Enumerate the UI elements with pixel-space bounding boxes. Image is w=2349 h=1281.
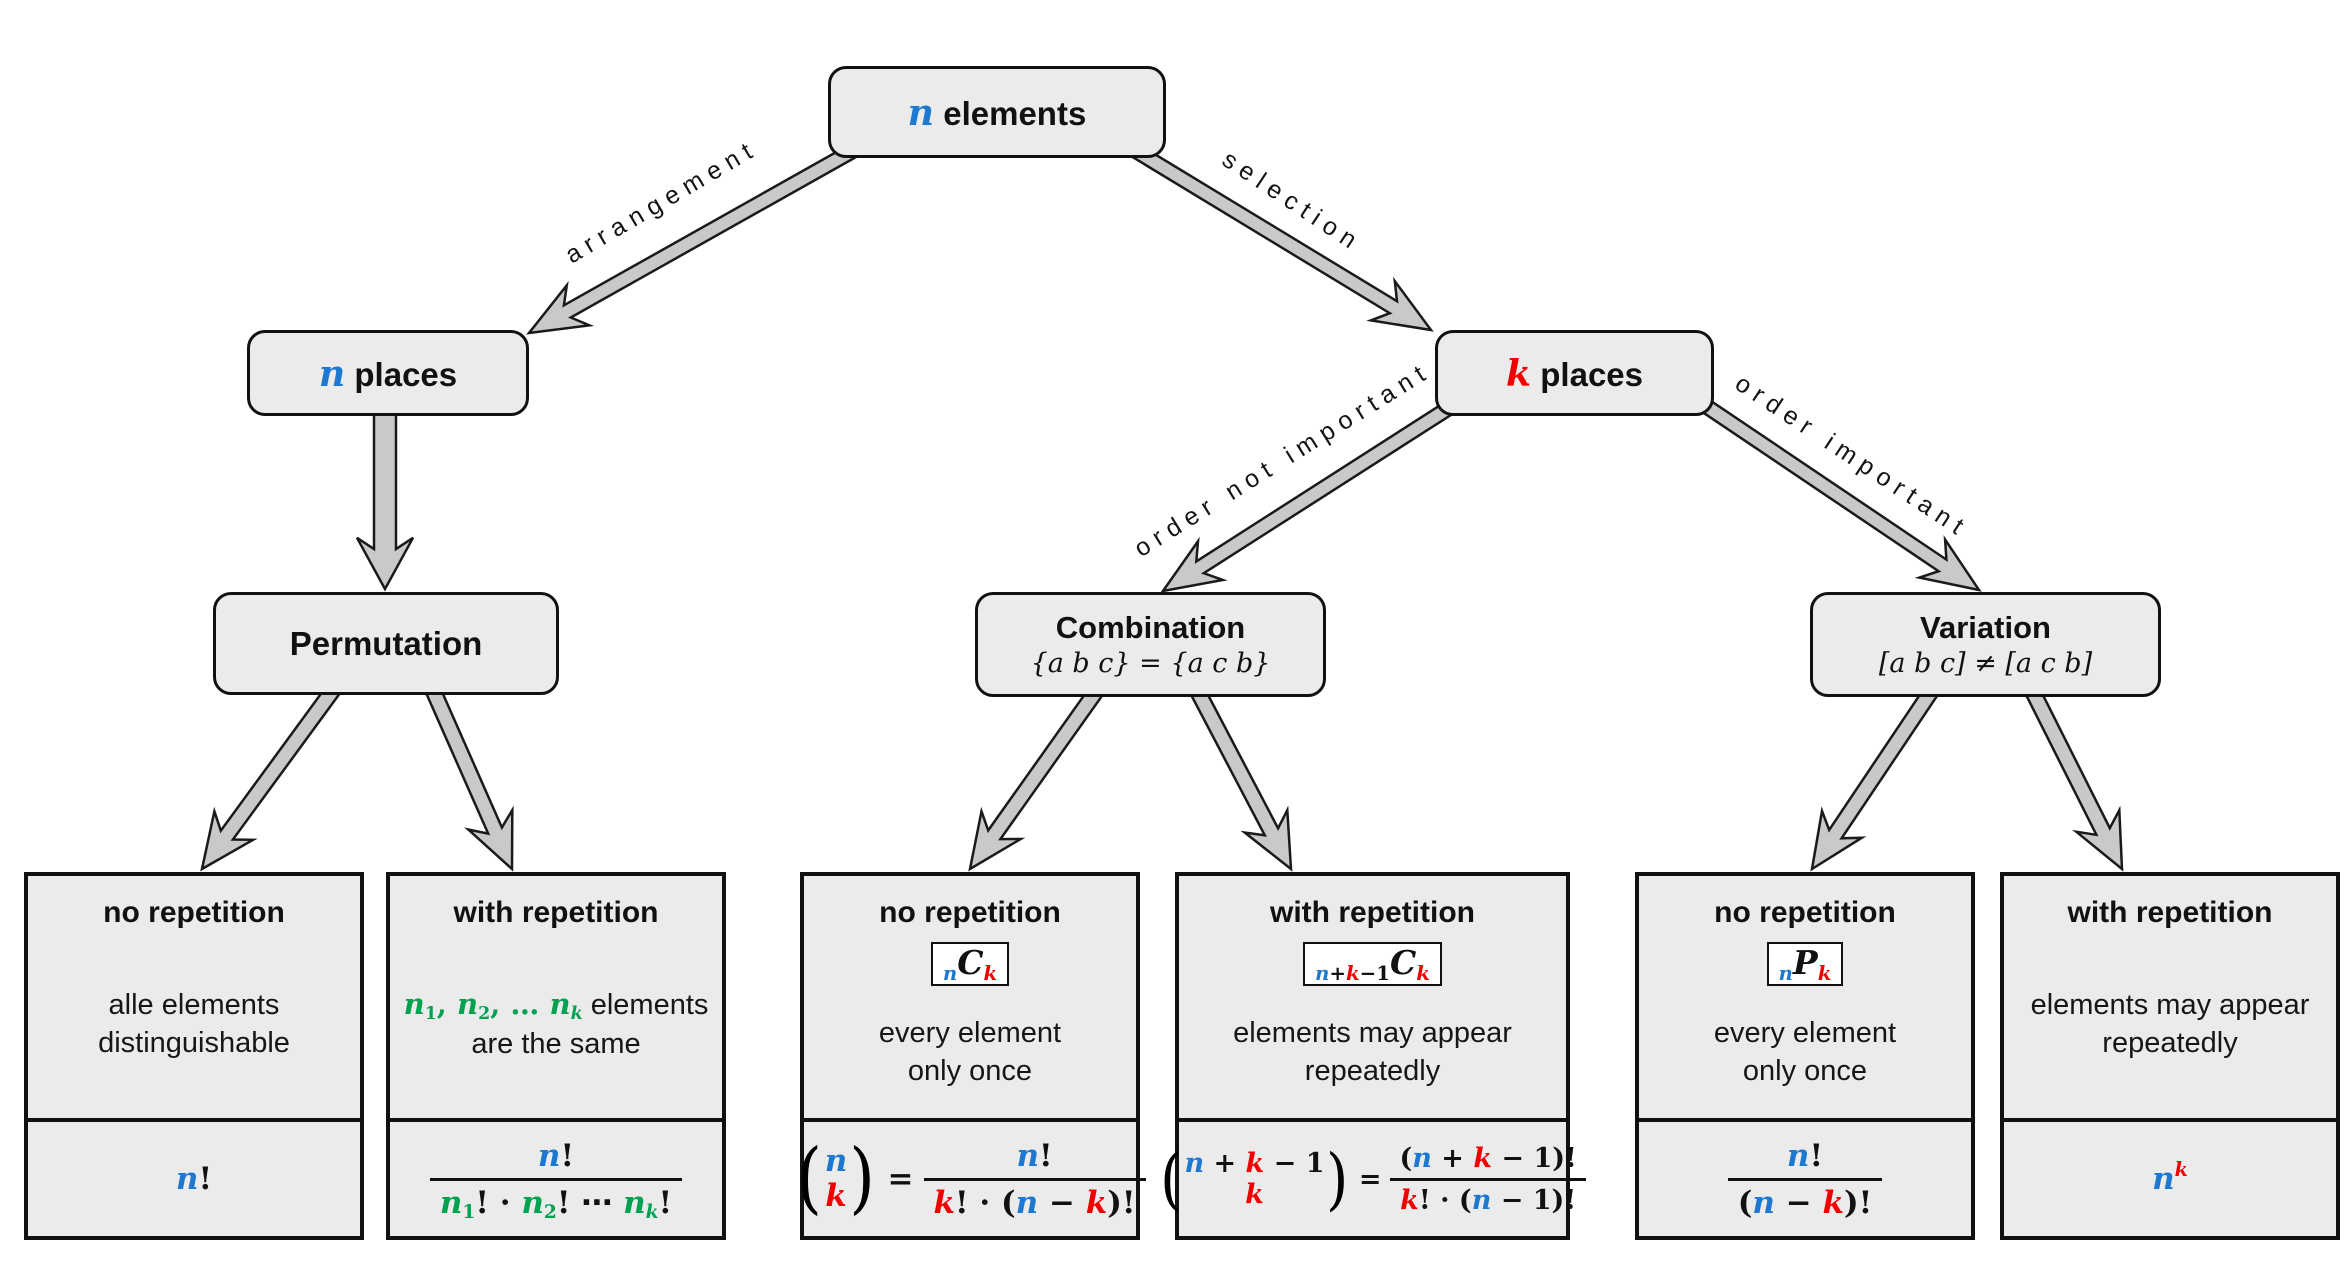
badge-nPk: nPk	[1766, 942, 1844, 987]
formula-n-factorial: n!	[28, 1118, 360, 1236]
right-paren-glyph: )	[1326, 1139, 1349, 1219]
node-n-elements: n elements	[828, 66, 1166, 158]
node-variation-subtitle: [a b c] ≠ [a c b]	[1878, 648, 2093, 679]
arrow-permutation-to-no-repetition	[200, 683, 341, 872]
right-paren-glyph: )	[849, 1133, 876, 1224]
card-variation-with-repetition: with repetition elements may appear repe…	[2000, 872, 2340, 1240]
left-paren-glyph: (	[1160, 1139, 1183, 1219]
node-permutation-title: Permutation	[289, 624, 483, 662]
card-title: with repetition	[2067, 896, 2273, 929]
node-combination-title: Combination	[1055, 610, 1246, 645]
card-title: no repetition	[1714, 896, 1896, 929]
card-description: elements may appear repeatedly	[2030, 988, 2310, 1059]
formula-n-factorial-over-multiset: n! n1! · n2! ⋯ nk!	[390, 1118, 722, 1236]
arrow-variation-to-with-repetition	[2023, 684, 2124, 872]
arrow-elements-to-n-places	[526, 132, 878, 335]
node-k-places: k places	[1435, 330, 1714, 416]
card-title: no repetition	[103, 896, 285, 929]
arrow-permutation-to-with-repetition	[424, 685, 514, 872]
badge-n-plus-k-minus-1-C-k: n+k−1Ck	[1302, 942, 1442, 987]
arrow-elements-to-k-places	[1112, 132, 1434, 332]
arrow-k-places-to-variation	[1694, 394, 1982, 592]
card-title: no repetition	[879, 896, 1061, 929]
formula-n-factorial-over-n-minus-k-factorial: n! (n − k)!	[1639, 1118, 1971, 1236]
card-title: with repetition	[1270, 896, 1475, 929]
card-description: alle elements distinguishable	[98, 988, 290, 1059]
node-variation-title: Variation	[1920, 610, 2051, 645]
node-n-places-title: n places	[318, 351, 458, 395]
arrow-combination-to-with-repetition	[1188, 684, 1293, 872]
node-n-places: n places	[247, 330, 529, 416]
card-description: n1, n2, … nk elements are the same	[403, 987, 709, 1060]
card-description: every element only once	[878, 1016, 1062, 1088]
node-k-places-title: k places	[1505, 351, 1644, 395]
node-permutation: Permutation	[213, 592, 559, 695]
arrow-combination-to-no-repetition	[968, 683, 1105, 872]
node-combination-subtitle: {a b c} = {a c b}	[1030, 648, 1271, 679]
arrow-k-places-to-combination	[1160, 398, 1458, 593]
card-description: elements may appear repeatedly	[1233, 1016, 1512, 1088]
node-n-elements-title: n elements	[907, 90, 1087, 134]
arrow-variation-to-no-repetition	[1810, 684, 1940, 872]
node-variation: Variation [a b c] ≠ [a c b]	[1810, 592, 2161, 697]
card-combination-no-repetition: no repetition nCk every element only onc…	[797, 872, 1146, 1240]
card-permutation-with-repetition: with repetition n1, n2, … nk elements ar…	[386, 872, 726, 1240]
card-variation-no-repetition: no repetition nPk every element only onc…	[1635, 872, 1975, 1240]
node-combination: Combination {a b c} = {a c b}	[975, 592, 1326, 697]
left-paren-glyph: (	[796, 1133, 823, 1224]
card-title: with repetition	[453, 896, 659, 929]
card-description: every element only once	[1713, 1016, 1897, 1088]
card-permutation-no-repetition: no repetition alle elements distinguisha…	[24, 872, 364, 1240]
arrow-n-places-to-permutation	[355, 410, 415, 592]
badge-nCk: nCk	[930, 942, 1010, 987]
card-combination-with-repetition: with repetition n+k−1Ck elements may app…	[1160, 872, 1587, 1240]
